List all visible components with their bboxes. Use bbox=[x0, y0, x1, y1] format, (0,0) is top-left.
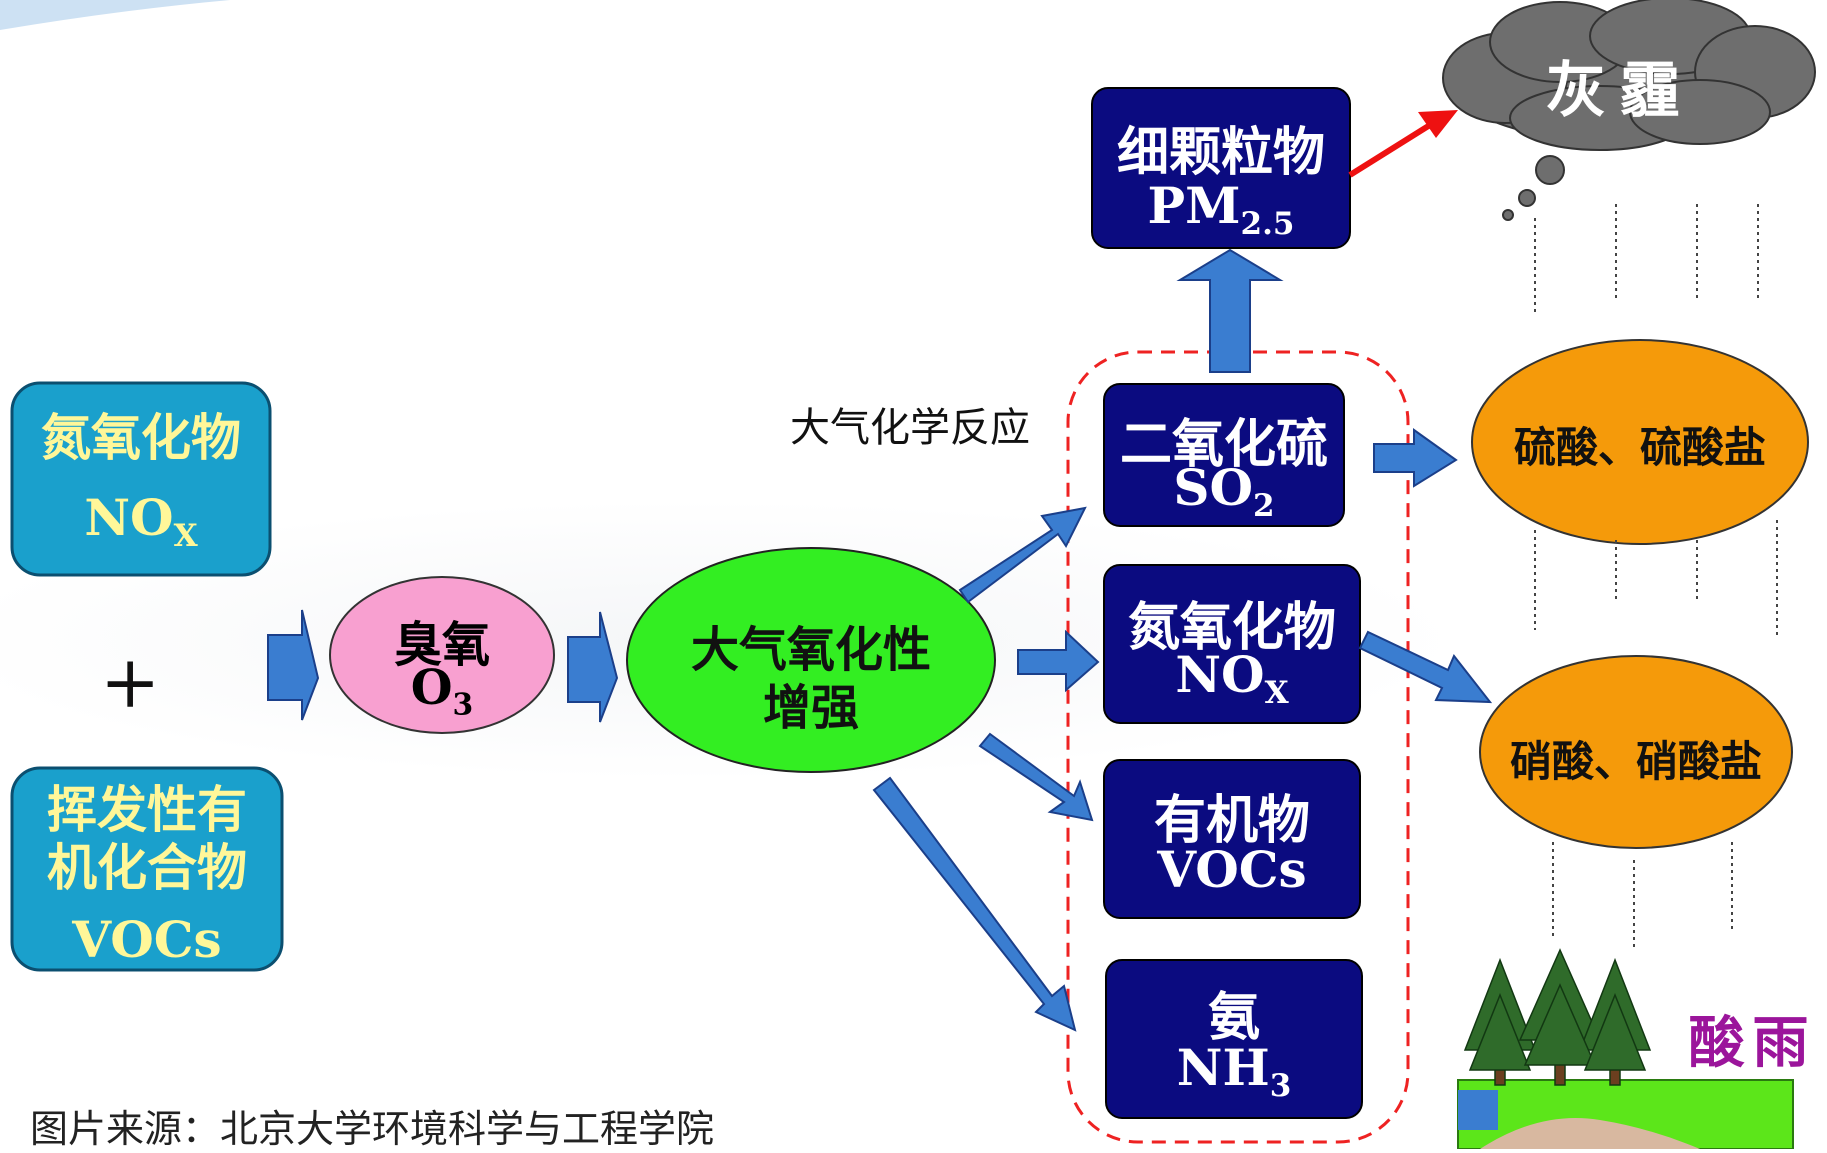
acid-rain-scene bbox=[1457, 948, 1794, 1149]
vocs-product-label: 有机物 bbox=[1153, 790, 1310, 851]
pm-label: 细颗粒物 bbox=[1116, 122, 1325, 183]
nox-product-formula-sub: X bbox=[1264, 674, 1289, 711]
pm-formula-sub: 2.5 bbox=[1240, 205, 1295, 242]
rain-streaks bbox=[1534, 204, 1778, 950]
nox-product-formula-main: NO bbox=[1175, 645, 1265, 704]
arrow-to-nox bbox=[1017, 629, 1100, 693]
arrow-to-pm bbox=[1176, 248, 1284, 373]
vocs-source-label-line1: 挥发性有 bbox=[47, 780, 247, 839]
nitrate-label: 硝酸、硝酸盐 bbox=[1509, 737, 1762, 786]
nh3-formula-main: NH bbox=[1176, 1038, 1270, 1097]
vocs-source-box bbox=[10, 766, 284, 972]
nh3-label: 氨 bbox=[1207, 987, 1260, 1048]
haze-label: 灰霾 bbox=[1546, 56, 1694, 126]
ozone-formula-sub: 3 bbox=[452, 687, 474, 723]
flow-arrows bbox=[267, 248, 1493, 1032]
sulfate-label: 硫酸、硫酸盐 bbox=[1513, 423, 1766, 472]
oxidation-label-line1: 大气氧化性 bbox=[690, 622, 931, 678]
so2-box bbox=[1103, 383, 1345, 527]
acid-rain-label: 酸雨 bbox=[1688, 1010, 1817, 1076]
plus-sign: + bbox=[100, 640, 161, 724]
nox-source-formula-main: NO bbox=[84, 488, 174, 547]
nox-product-formula: NOX bbox=[1104, 645, 1360, 711]
pm-formula: PM2.5 bbox=[1092, 176, 1350, 242]
oxidation-label-line2: 增强 bbox=[762, 680, 859, 736]
tree-icon bbox=[1463, 948, 1652, 1086]
sulfate-ellipse bbox=[1471, 339, 1809, 545]
so2-label: 二氧化硫 bbox=[1119, 414, 1328, 475]
nox-source-label: 氮氧化物 bbox=[41, 408, 241, 467]
haze-cloud bbox=[1442, 0, 1816, 221]
pm-box bbox=[1091, 87, 1351, 249]
oxidation-ellipse bbox=[626, 547, 996, 773]
ozone-formula-main: O bbox=[410, 660, 453, 716]
reaction-label: 大气化学反应 bbox=[790, 405, 1030, 451]
vocs-product-formula: VOCs bbox=[1157, 840, 1307, 899]
nox-source-box bbox=[10, 381, 272, 577]
arrow-to-nh3 bbox=[872, 776, 1077, 1032]
pm-formula-main: PM bbox=[1147, 176, 1241, 235]
nox-product-box bbox=[1103, 564, 1361, 724]
nox-source-formula-sub: X bbox=[173, 517, 198, 554]
arrow-to-sulfate bbox=[1373, 428, 1458, 488]
nox-source-formula: NOX bbox=[12, 488, 270, 554]
so2-formula-main: SO bbox=[1173, 458, 1254, 517]
nh3-formula: NH3 bbox=[1106, 1038, 1362, 1104]
image-credit: 图片来源：北京大学环境科学与工程学院 bbox=[30, 1107, 715, 1151]
nh3-box bbox=[1105, 959, 1363, 1119]
ozone-label: 臭氧 bbox=[393, 617, 490, 673]
vocs-source-label-line2: 机化合物 bbox=[47, 838, 247, 897]
arrow-ozone-to-oxidation bbox=[567, 611, 619, 723]
vocs-source-formula: VOCs bbox=[72, 910, 222, 969]
ozone-formula: O3 bbox=[330, 660, 554, 722]
arrow-to-so2 bbox=[958, 506, 1087, 604]
so2-formula: SO2 bbox=[1104, 458, 1344, 524]
ozone-ellipse bbox=[329, 576, 555, 734]
nh3-formula-sub: 3 bbox=[1269, 1067, 1292, 1104]
arrow-to-vocs bbox=[978, 732, 1094, 822]
red-arrow-to-haze bbox=[1348, 110, 1458, 178]
vocs-product-box bbox=[1103, 759, 1361, 919]
arrow-to-nitrate bbox=[1358, 630, 1493, 704]
nitrate-ellipse bbox=[1479, 655, 1793, 849]
nox-product-label: 氮氧化物 bbox=[1127, 597, 1336, 658]
arrow-sources-to-ozone bbox=[267, 609, 320, 721]
so2-formula-sub: 2 bbox=[1253, 487, 1275, 524]
